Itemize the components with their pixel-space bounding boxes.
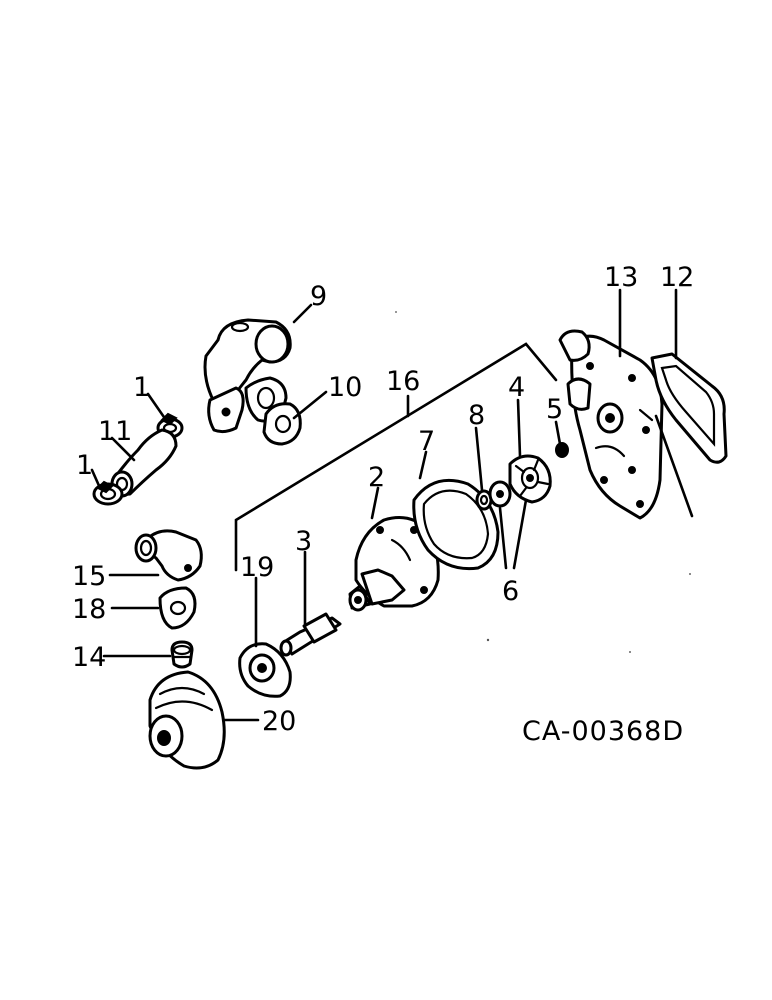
part-12-cover-gasket <box>650 352 728 464</box>
callout-19: 19 <box>240 552 274 583</box>
callout-7: 7 <box>418 426 435 457</box>
part-11-bypass-hose <box>110 428 178 498</box>
callout-16: 16 <box>386 366 420 397</box>
callout-2: 2 <box>368 462 385 493</box>
part-14-plug <box>170 640 194 669</box>
callout-14: 14 <box>72 642 106 673</box>
callout-12: 12 <box>660 262 694 293</box>
drawing-reference-code: CA-00368D <box>522 716 684 747</box>
callout-11: 11 <box>98 416 132 447</box>
callout-3: 3 <box>295 526 312 557</box>
callout-1-upper: 1 <box>133 372 150 403</box>
callout-8: 8 <box>468 400 485 431</box>
part-1-hose-clamp-lower <box>92 480 124 506</box>
part-19-pulley-hub <box>238 642 292 698</box>
callout-1-lower: 1 <box>76 450 93 481</box>
callout-6: 6 <box>502 576 519 607</box>
callout-4: 4 <box>508 372 525 403</box>
part-3-pump-shaft <box>279 612 342 657</box>
leader-lines <box>90 288 694 722</box>
callout-5: 5 <box>546 394 563 425</box>
part-5-bolt <box>555 442 569 458</box>
callout-13: 13 <box>604 262 638 293</box>
part-13-pump-housing-cover <box>558 329 664 520</box>
part-15-inlet-elbow <box>134 529 203 582</box>
part-10-outlet-gasket <box>262 402 302 446</box>
scan-specks <box>395 311 691 653</box>
callout-18: 18 <box>72 594 106 625</box>
part-18-inlet-gasket <box>158 586 197 630</box>
part-20-fan-pulley <box>148 670 226 770</box>
callout-20: 20 <box>262 706 296 737</box>
part-4-impeller <box>508 454 552 504</box>
callout-15: 15 <box>72 561 106 592</box>
callout-9: 9 <box>310 281 327 312</box>
part-6-shaft-seal <box>488 480 512 508</box>
callout-10: 10 <box>328 372 362 403</box>
part-2-water-pump-body <box>348 516 440 612</box>
callout-labels: 9 10 1 11 1 15 18 14 20 19 3 2 7 16 8 4 … <box>72 262 694 737</box>
